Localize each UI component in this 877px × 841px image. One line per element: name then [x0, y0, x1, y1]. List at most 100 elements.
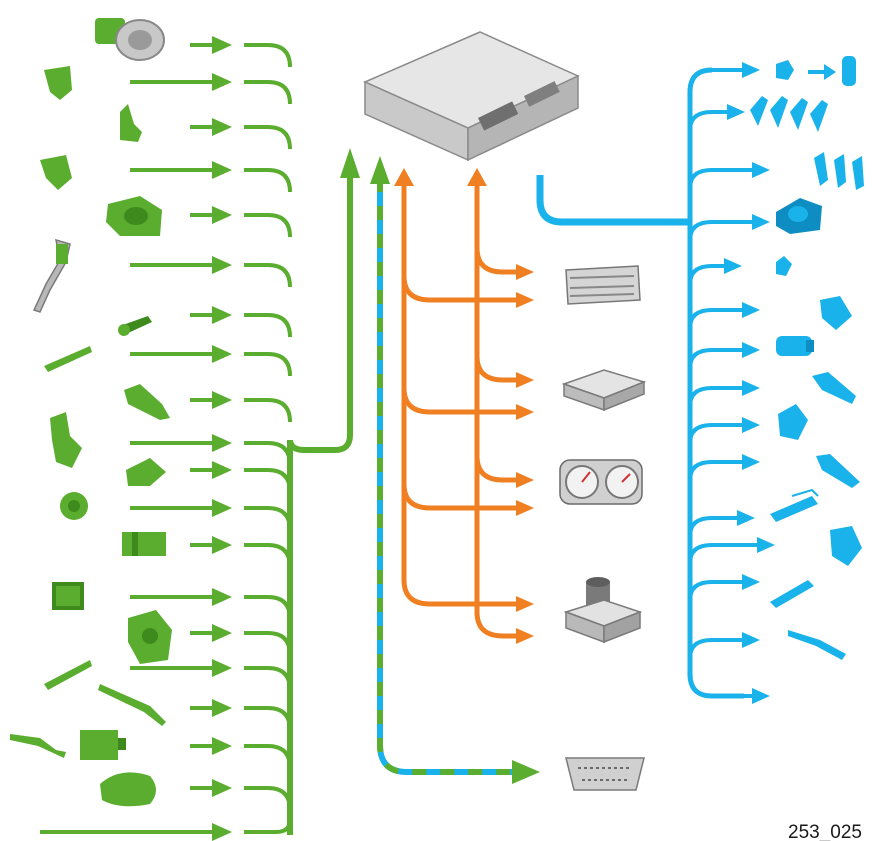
figure-reference-number: 253_025 [788, 822, 862, 841]
input-connector [244, 468, 292, 493]
output-arrowhead [742, 417, 760, 433]
gear-position-sensor-icon [100, 772, 156, 807]
diagnosis-up-arrow [370, 156, 390, 184]
actuator-branches [688, 62, 775, 704]
heater-element-icon [770, 488, 819, 522]
output-branch [688, 543, 759, 564]
exhaust-valve-icon [776, 336, 814, 356]
fuel-temperature-sensor-icon [98, 684, 166, 726]
clutch-switch-icon [52, 582, 84, 610]
output-branch [688, 220, 754, 241]
input-connector [244, 263, 292, 288]
output-arrowhead [752, 214, 770, 230]
output-arrowhead [752, 162, 770, 178]
brake-light-switch-icon [122, 532, 166, 556]
secondary-air-pump-icon [830, 526, 862, 566]
output-branch [688, 168, 754, 189]
input-connector [244, 441, 292, 466]
fuel-tank-valve-icon [820, 296, 852, 330]
output-arrowhead [742, 62, 760, 78]
diagnostic-connector-icon [565, 757, 645, 791]
oil-temperature-sensor-icon [60, 492, 88, 520]
output-arrowhead [742, 574, 760, 590]
input-arrowhead [212, 434, 232, 452]
output-branch [688, 308, 744, 329]
input-arrowhead [212, 391, 232, 409]
input-arrowhead [212, 737, 232, 755]
output-branch [688, 264, 726, 285]
input-arrowhead [212, 624, 232, 642]
lambda-heater-icon [770, 580, 814, 608]
input-arrowhead [212, 779, 232, 797]
injectors-icon [750, 96, 828, 132]
hall-sensor-icon [124, 384, 170, 420]
output-branch [688, 580, 744, 601]
output-branch [688, 110, 729, 131]
input-arrowhead [212, 256, 232, 274]
output-branch [688, 348, 744, 369]
output-arrowhead [724, 258, 742, 274]
input-connector [244, 706, 292, 731]
data-bus-arrowheads [394, 168, 534, 644]
output-trunk [687, 67, 744, 699]
input-connector [244, 80, 292, 105]
output-arrowhead [742, 342, 760, 358]
output-arrowhead [742, 380, 760, 396]
intake-pressure-sensor-icon [40, 155, 72, 190]
input-connector [244, 744, 292, 769]
input-arrowhead [212, 823, 232, 841]
output-arrowhead [757, 537, 775, 553]
input-connector [244, 631, 292, 656]
output-arrowhead [727, 104, 745, 120]
input-arrowhead [212, 73, 232, 91]
air-mass-meter-icon [95, 18, 165, 61]
engine-control-unit-icon [363, 31, 580, 162]
instrument-cluster-icon [559, 459, 643, 505]
input-arrowhead [212, 345, 232, 363]
input-trunk [287, 170, 353, 835]
oxygen-sensor-heater-icon [788, 630, 846, 660]
control-module-icon [561, 369, 647, 412]
output-branch [688, 460, 744, 481]
diagnosis-right-arrow [512, 760, 540, 784]
pressure-sensor-icon [44, 66, 72, 100]
output-arrowhead [737, 510, 755, 526]
input-arrowhead [212, 461, 232, 479]
input-connector [244, 819, 292, 834]
ignition-coils-icon [814, 152, 864, 190]
output-arrowhead [752, 688, 770, 704]
exhaust-sensor-icon [10, 730, 126, 760]
abs-hydraulic-unit-icon [563, 577, 643, 644]
egr-valve-icon [778, 404, 808, 440]
input-connector [244, 398, 292, 423]
second-lambda-probe-icon [44, 660, 92, 690]
input-connector [244, 125, 292, 150]
sensor-icons [10, 18, 172, 807]
throttle-actuator-icon [776, 198, 822, 234]
engine-speed-sensor-icon [50, 412, 82, 468]
transmission-control-unit-icon [565, 265, 641, 305]
input-connector [244, 213, 292, 238]
input-arrowhead [212, 499, 232, 517]
input-connector [244, 168, 292, 193]
diagnosis-line-green-dashes [377, 178, 515, 775]
output-branch [688, 423, 744, 444]
knock-sensor-icon [118, 316, 152, 336]
accelerator-pedal-icon [32, 238, 71, 313]
output-branch [688, 386, 744, 407]
data-bus [401, 180, 520, 639]
sensor-inputs [40, 36, 292, 841]
input-arrowhead [212, 699, 232, 717]
actuator-icons [750, 56, 864, 660]
diagnosis-line-blue [377, 178, 515, 775]
input-connector [244, 506, 292, 531]
output-arrowhead [742, 454, 760, 470]
brake-servo-sensor-icon [128, 610, 172, 664]
lambda-probe-icon [44, 346, 92, 372]
output-arrowhead [742, 302, 760, 318]
input-arrowhead [212, 659, 232, 677]
input-arrowhead [212, 588, 232, 606]
fuel-pump-relay-icon [776, 56, 856, 86]
input-connector [244, 352, 292, 377]
